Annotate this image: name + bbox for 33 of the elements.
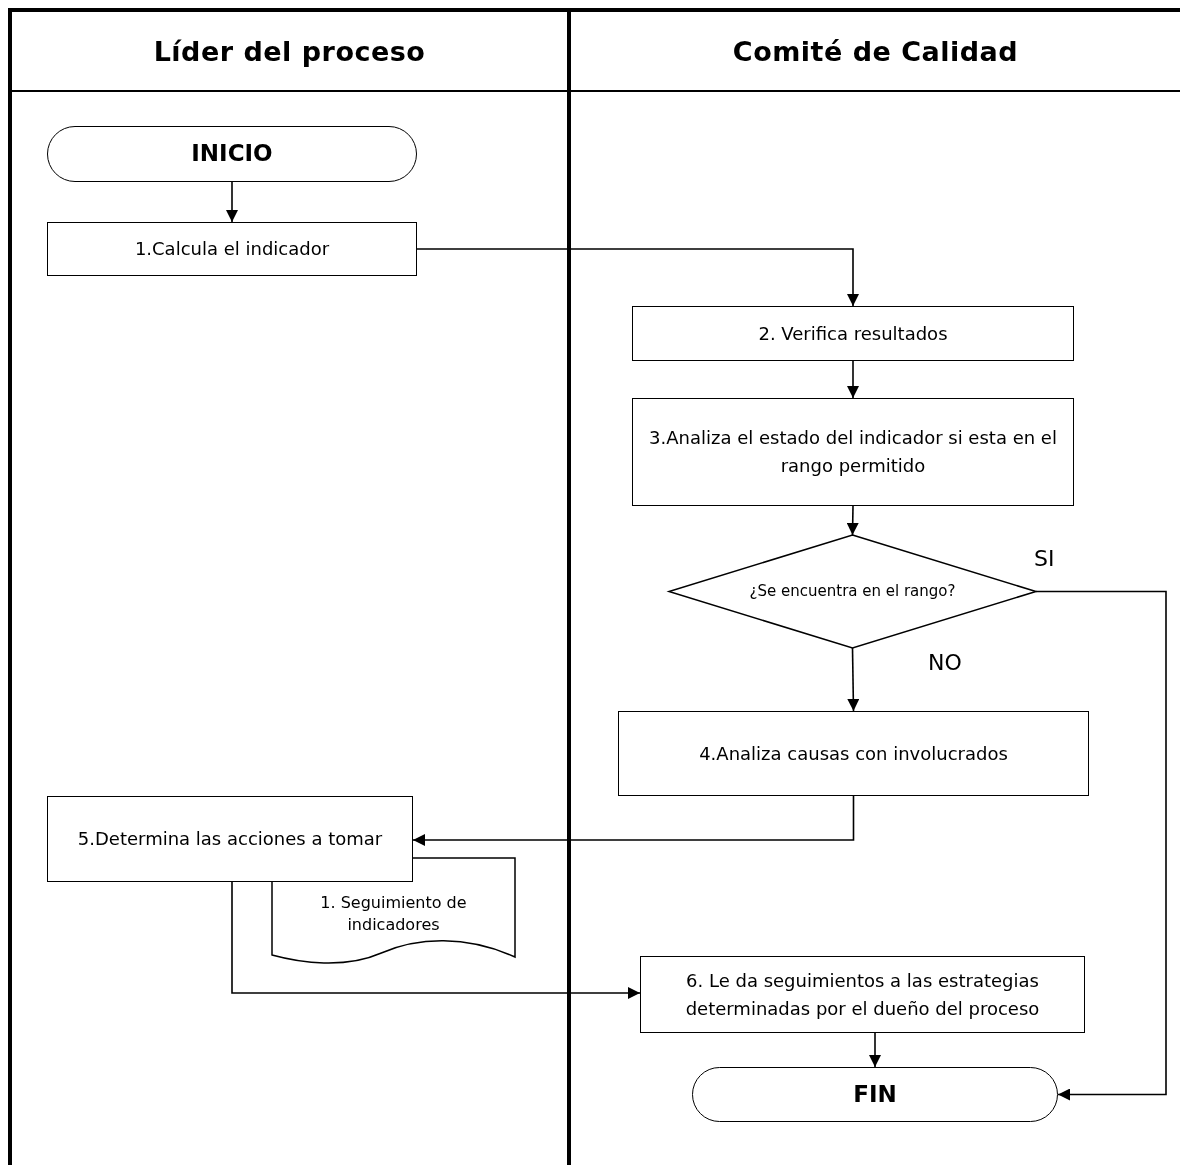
process-box xyxy=(640,956,1085,1033)
node-text: 2. Verifica resultados xyxy=(758,321,948,346)
edge-label: SI xyxy=(1034,546,1055,571)
decision-diamond xyxy=(669,535,1036,648)
node-text: FIN xyxy=(853,1079,897,1109)
lane-header: Líder del proceso xyxy=(12,12,567,92)
connector-arrow xyxy=(1035,590,1167,1101)
connector-arrow xyxy=(412,795,855,846)
swimlane xyxy=(8,8,567,1165)
connector-arrow xyxy=(847,360,859,399)
connector-arrow xyxy=(231,881,641,999)
node-text: 1. Seguimiento de indicadores xyxy=(319,892,468,937)
process-box xyxy=(47,796,413,882)
node-text: 3.Analiza el estado del indicador si esta en el rango permitido xyxy=(648,426,1058,478)
node-text: 6. Le da seguimientos a las estrategias determinadas por el dueño del proceso xyxy=(684,968,1041,1021)
node-text: 1.Calcula el indicador xyxy=(134,237,330,262)
connector-arrow xyxy=(847,647,860,712)
connector-arrow xyxy=(416,248,859,307)
terminal-shape xyxy=(47,126,417,182)
connector-arrow xyxy=(846,505,859,536)
node-text: 4.Analiza causas con involucrados xyxy=(699,741,1008,766)
node-text: ¿Se encuentra en el rango? xyxy=(749,580,956,602)
node-text: INICIO xyxy=(191,139,273,169)
process-box xyxy=(618,711,1089,796)
lane-header: Comité de Calidad xyxy=(571,12,1180,92)
edge-label: NO xyxy=(928,650,962,675)
process-box xyxy=(632,398,1074,506)
connector-arrow xyxy=(226,181,238,223)
process-box xyxy=(632,306,1074,361)
connector-arrow xyxy=(869,1032,881,1068)
swimlane xyxy=(567,8,1180,1165)
node-text: 5.Determina las acciones a tomar xyxy=(77,827,383,852)
process-box xyxy=(47,222,417,276)
